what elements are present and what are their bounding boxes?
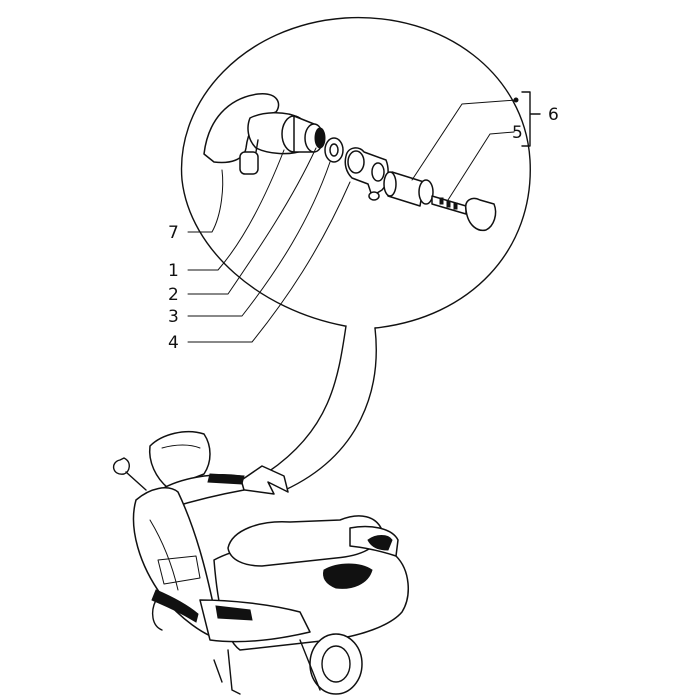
callout-5: 5: [512, 123, 523, 143]
callout-3: 3: [168, 307, 179, 327]
pointer-arrow: [229, 325, 377, 495]
key-cap: [239, 151, 259, 175]
windshield: [148, 430, 211, 489]
leader-2: [187, 147, 317, 295]
callout-2: 2: [168, 285, 179, 305]
leader-4: [187, 181, 351, 343]
key-head: [464, 197, 497, 232]
detail-magnifier-circle: [180, 16, 531, 329]
callout-1: 1: [168, 261, 179, 281]
o-ring: [314, 127, 326, 149]
leader-1: [187, 149, 285, 271]
scooter-illustration: [113, 430, 409, 695]
callout-7: 7: [168, 223, 179, 243]
leader-6: [411, 99, 517, 181]
leader-7: [187, 169, 224, 233]
leader-3: [187, 161, 331, 317]
leader-5: [447, 131, 515, 201]
group-bracket: [521, 91, 541, 147]
ignition-lock-exploded-view: [187, 91, 541, 343]
callout-labels: 7 1 2 3 4 5 6: [168, 105, 559, 353]
key: [431, 195, 497, 232]
callout-6: 6: [548, 105, 559, 125]
callout-4: 4: [168, 333, 179, 353]
